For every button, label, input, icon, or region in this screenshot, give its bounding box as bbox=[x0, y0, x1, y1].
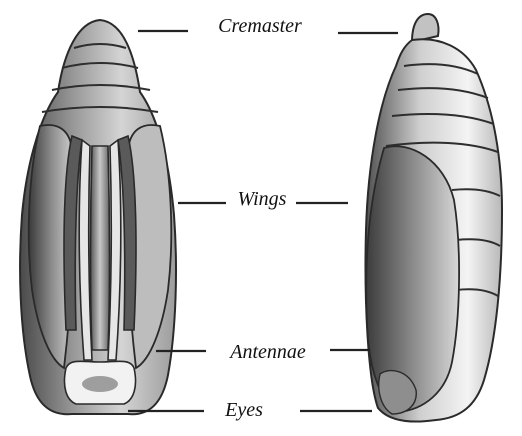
label-cremaster-group: Cremaster bbox=[138, 15, 398, 37]
label-antennae-group: Antennae bbox=[156, 341, 370, 363]
label-wings-group: Wings bbox=[178, 188, 348, 210]
lateral-view bbox=[366, 14, 503, 422]
eye-shading bbox=[82, 376, 118, 392]
label-eyes-group: Eyes bbox=[128, 399, 372, 421]
label-wings: Wings bbox=[238, 188, 287, 210]
label-cremaster: Cremaster bbox=[218, 15, 302, 37]
label-eyes: Eyes bbox=[224, 399, 263, 421]
lateral-cremaster bbox=[412, 14, 439, 42]
lateral-wing-case bbox=[366, 146, 459, 412]
label-antennae: Antennae bbox=[228, 341, 306, 363]
antennae-shape bbox=[91, 146, 110, 350]
ventral-view bbox=[20, 20, 176, 414]
